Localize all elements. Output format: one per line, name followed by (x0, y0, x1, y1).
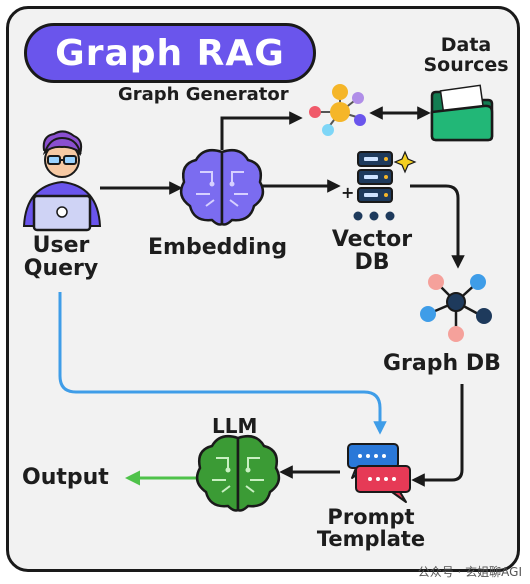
arrow-user-query-to-prompt (58, 292, 387, 435)
sparkle-icon (393, 150, 417, 174)
prompt-template-label-line2: Template (316, 527, 426, 552)
user-query-label-line1: User (32, 233, 90, 258)
arrow-vector-db-to-graph-db (410, 184, 465, 269)
embedding-label: Embedding (148, 235, 288, 260)
watermark: 公众号 · 玄姐聊AGI (417, 565, 522, 579)
vector-db-label-line2: DB (354, 250, 390, 276)
brain-icon-llm (195, 435, 281, 512)
brain-icon-embedding (179, 149, 265, 226)
prompt-template-label-line1: Prompt (327, 505, 415, 529)
user-query-label: User Query (22, 234, 100, 280)
data-sources-label-line1: Data (440, 34, 492, 56)
svg-text:+: + (341, 183, 354, 202)
user-query-label-line2: Query (23, 256, 99, 282)
arrow-embedding-to-graph-generator (220, 111, 303, 150)
vector-db-label: Vector DB (322, 228, 422, 274)
database-icon: + (341, 151, 395, 221)
arrow-graph-db-to-prompt (411, 384, 464, 487)
output-label: Output (22, 465, 109, 490)
data-sources-label: Data Sources (418, 34, 514, 76)
data-sources-label-line2: Sources (423, 53, 509, 76)
prompt-template-label: Prompt Template (306, 506, 436, 550)
graph-generator-label: Graph Generator (118, 84, 289, 105)
graph-db-label: Graph DB (383, 351, 501, 376)
folder-icon (430, 84, 494, 142)
diagram-title: Graph RAG (55, 32, 285, 74)
chat-bubbles-icon (347, 443, 411, 503)
vector-db-label-line1: Vector (331, 227, 413, 252)
llm-label: LLM (212, 414, 258, 438)
title-banner: Graph RAG (24, 23, 316, 83)
graph-network-icon (420, 274, 492, 342)
user-laptop-icon (22, 130, 102, 232)
graph-cluster-icon (309, 84, 366, 136)
